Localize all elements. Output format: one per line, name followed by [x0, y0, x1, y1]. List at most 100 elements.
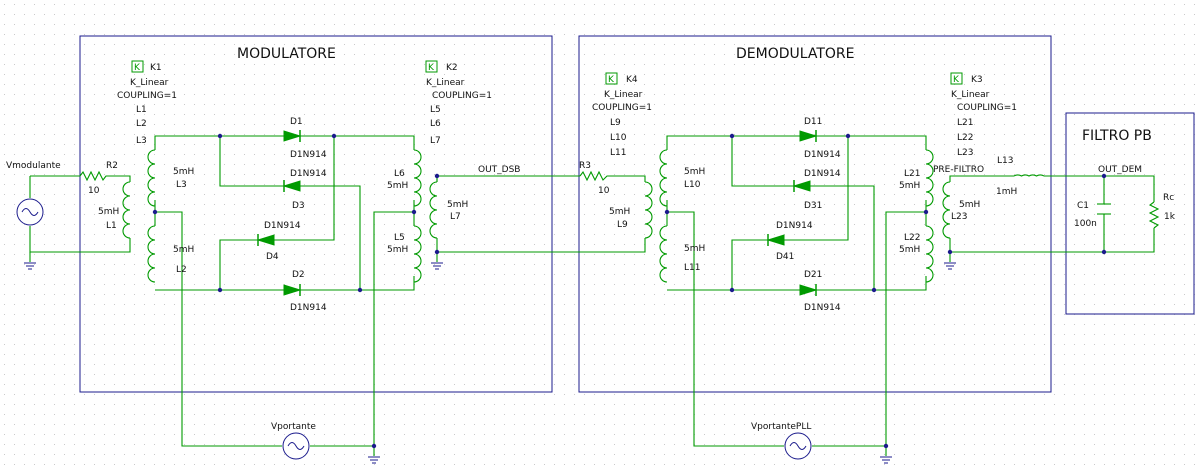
coupling-value: COUPLING=1	[592, 103, 652, 113]
vmodulante-source: Vmodulante	[6, 161, 61, 226]
coupling-inductor: L6	[430, 119, 441, 129]
coupling-k4: K K4 K_Linear COUPLING=1 L9 L10 L11	[592, 72, 652, 158]
coupling-value: COUPLING=1	[117, 91, 177, 101]
inductor-coil	[942, 181, 951, 239]
junction-dot	[664, 209, 670, 215]
inductor-name: L2	[176, 265, 187, 275]
resistor-name: R2	[106, 161, 118, 171]
diode-model: D1N914	[290, 303, 327, 313]
coupling-inductor: L10	[610, 133, 627, 143]
coupling-inductor: L7	[430, 136, 441, 146]
inductor-coil	[659, 149, 668, 207]
inductor-name: L22	[904, 233, 920, 243]
diode-labels: D1 D1N914 D1N914 D3 D1N914 D4 D2 D1N914 …	[264, 117, 841, 313]
coupling-k-icon	[605, 72, 618, 85]
coupling-k1: K K1 K_Linear COUPLING=1 L1 L2 L3	[117, 60, 177, 146]
inductor-name: L9	[617, 220, 628, 230]
coupling-inductor: L9	[610, 118, 621, 128]
diode-model: D1N914	[264, 221, 301, 231]
inductor-name: L13	[997, 156, 1013, 166]
inductor-name: L23	[951, 212, 967, 222]
coupling-name: K4	[626, 75, 638, 85]
junction-dot	[434, 249, 440, 255]
inductor-coil	[1013, 174, 1045, 177]
coupling-inductor: L21	[957, 118, 973, 128]
inductor-name: L6	[394, 169, 405, 179]
diode-model: D1N914	[290, 169, 327, 179]
coupling-k-symbol: K	[608, 75, 615, 85]
coupling-inductor: L5	[430, 105, 441, 115]
resistor-value: 1k	[1164, 212, 1176, 222]
junction-dot	[729, 133, 735, 139]
diode-model: D1N914	[804, 150, 841, 160]
diode-model: D1N914	[804, 169, 841, 179]
inductor-name: L5	[394, 233, 405, 243]
coupling-name: K3	[971, 75, 983, 85]
coupling-k2: K K2 K_Linear COUPLING=1 L5 L6 L7	[425, 60, 492, 146]
junction-dots	[152, 133, 1107, 449]
junction-dot	[845, 133, 851, 139]
diode-name: D21	[804, 270, 822, 280]
junction-dot	[947, 249, 953, 255]
diode-icon	[799, 130, 818, 142]
inductor-name: L7	[450, 212, 461, 222]
diode-name: D3	[292, 201, 305, 211]
wires	[29, 135, 1155, 456]
net-label-out-dem: OUT_DEM	[1098, 165, 1142, 175]
resistor-r3: R3 10	[579, 161, 610, 196]
junction-dot	[883, 443, 889, 449]
net-label-out-dsb: OUT_DSB	[478, 165, 521, 175]
inductor-coil	[122, 181, 131, 239]
filter-frame	[1065, 112, 1195, 315]
inductor-coil	[429, 181, 438, 239]
junction-dot	[1101, 173, 1107, 179]
coupling-inductor: L3	[136, 136, 147, 146]
diode-symbols	[256, 130, 818, 296]
junction-dot	[923, 209, 929, 215]
inductor-coil	[644, 181, 653, 239]
filter-title: FILTRO PB	[1082, 128, 1152, 144]
ground-symbols	[24, 262, 956, 464]
inductor-coil	[147, 149, 156, 207]
diode-name: D1	[290, 117, 303, 127]
diode-icon	[283, 130, 302, 142]
source-label: Vportante	[271, 422, 316, 432]
source-label: Vmodulante	[6, 161, 61, 171]
resistor-name: R3	[579, 161, 591, 171]
resistor-value: 10	[598, 186, 610, 196]
modulator-frame	[79, 35, 553, 393]
inductor-value: 5mH	[387, 181, 408, 191]
inductor-value: 5mH	[899, 245, 920, 255]
inductor-value: 1mH	[996, 187, 1017, 197]
junction-dot	[871, 287, 877, 293]
inductor-value: 5mH	[173, 167, 194, 177]
inductor-name: L11	[684, 263, 700, 273]
junction-dot	[434, 173, 440, 179]
diode-icon	[792, 180, 811, 192]
junction-dot	[331, 133, 337, 139]
capacitor-c1: C1 100n	[1074, 201, 1111, 229]
diode-name: D11	[804, 117, 822, 127]
junction-dot	[411, 209, 417, 215]
diode-icon	[766, 234, 785, 246]
inductor-value: 5mH	[173, 245, 194, 255]
inductor-value: 5mH	[387, 245, 408, 255]
diode-model: D1N914	[776, 221, 813, 231]
inductor-value: 5mH	[98, 207, 119, 217]
coupling-inductor: L22	[957, 133, 973, 143]
inductor-value: 5mH	[959, 200, 980, 210]
inductor-coil	[925, 225, 934, 283]
resistor-value: 10	[88, 186, 100, 196]
coupling-inductor: L2	[136, 119, 147, 129]
coupling-k3: K K3 K_Linear COUPLING=1 L21 L22 L23	[950, 72, 1017, 158]
coupling-k-icon	[950, 72, 963, 85]
diode-icon	[282, 180, 301, 192]
diode-icon	[799, 284, 818, 296]
coupling-model: K_Linear	[951, 90, 990, 100]
modulator-title: MODULATORE	[237, 46, 336, 62]
coupling-inductor: L1	[136, 105, 147, 115]
inductor-name: L1	[106, 221, 117, 231]
resistor-r2: R2 10	[79, 161, 118, 196]
inductor-name: L10	[684, 180, 701, 190]
